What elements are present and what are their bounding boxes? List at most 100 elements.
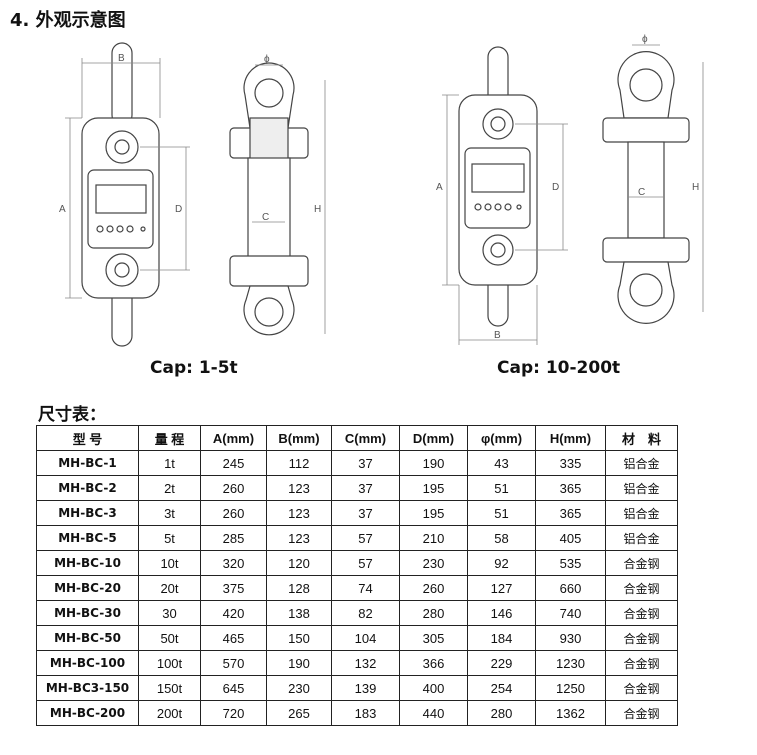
material-cell: 合金钢 bbox=[605, 650, 678, 676]
value-cell: 112 bbox=[266, 450, 332, 476]
value-cell: 190 bbox=[399, 450, 468, 476]
front-view-large bbox=[458, 46, 538, 327]
material-cell: 铝合金 bbox=[605, 525, 678, 551]
value-cell: 285 bbox=[200, 525, 267, 551]
value-cell: 138 bbox=[266, 600, 332, 626]
value-cell: 190 bbox=[266, 650, 332, 676]
material-cell: 合金钢 bbox=[605, 675, 678, 701]
value-cell: 123 bbox=[266, 500, 332, 526]
value-cell: 280 bbox=[399, 600, 468, 626]
value-cell: 43 bbox=[467, 450, 536, 476]
value-cell: 132 bbox=[331, 650, 400, 676]
value-cell: 195 bbox=[399, 500, 468, 526]
label-d-left: D bbox=[175, 204, 182, 215]
column-header: D(mm) bbox=[399, 425, 468, 451]
value-cell: 20t bbox=[138, 575, 201, 601]
value-cell: 229 bbox=[467, 650, 536, 676]
value-cell: 139 bbox=[331, 675, 400, 701]
label-a-left: A bbox=[59, 204, 66, 215]
value-cell: 305 bbox=[399, 625, 468, 651]
label-h-left: H bbox=[314, 204, 321, 215]
value-cell: 150 bbox=[266, 625, 332, 651]
material-cell: 合金钢 bbox=[605, 550, 678, 576]
section-title: 4. 外观示意图 bbox=[10, 10, 126, 31]
value-cell: 2t bbox=[138, 475, 201, 501]
value-cell: 30 bbox=[138, 600, 201, 626]
model-cell: MH-BC-10 bbox=[36, 550, 139, 576]
value-cell: 184 bbox=[467, 625, 536, 651]
material-cell: 合金钢 bbox=[605, 625, 678, 651]
column-header: B(mm) bbox=[266, 425, 332, 451]
label-phi-right: ϕ bbox=[642, 34, 648, 45]
value-cell: 195 bbox=[399, 475, 468, 501]
value-cell: 128 bbox=[266, 575, 332, 601]
value-cell: 57 bbox=[331, 525, 400, 551]
value-cell: 366 bbox=[399, 650, 468, 676]
column-header: C(mm) bbox=[331, 425, 400, 451]
label-b-right: B bbox=[494, 330, 501, 341]
value-cell: 260 bbox=[399, 575, 468, 601]
value-cell: 265 bbox=[266, 700, 332, 726]
value-cell: 740 bbox=[535, 600, 606, 626]
value-cell: 127 bbox=[467, 575, 536, 601]
value-cell: 365 bbox=[535, 475, 606, 501]
column-header: φ(mm) bbox=[467, 425, 536, 451]
value-cell: 335 bbox=[535, 450, 606, 476]
value-cell: 50t bbox=[138, 625, 201, 651]
value-cell: 200t bbox=[138, 700, 201, 726]
caption-large-capacity: Cap: 10-200t bbox=[497, 358, 621, 378]
value-cell: 146 bbox=[467, 600, 536, 626]
column-header: H(mm) bbox=[535, 425, 606, 451]
value-cell: 465 bbox=[200, 625, 267, 651]
value-cell: 74 bbox=[331, 575, 400, 601]
value-cell: 123 bbox=[266, 525, 332, 551]
value-cell: 280 bbox=[467, 700, 536, 726]
value-cell: 183 bbox=[331, 700, 400, 726]
model-cell: MH-BC-2 bbox=[36, 475, 139, 501]
value-cell: 104 bbox=[331, 625, 400, 651]
value-cell: 3t bbox=[138, 500, 201, 526]
value-cell: 230 bbox=[266, 675, 332, 701]
value-cell: 254 bbox=[467, 675, 536, 701]
value-cell: 37 bbox=[331, 500, 400, 526]
model-cell: MH-BC-1 bbox=[36, 450, 139, 476]
table-title: 尺寸表： bbox=[38, 405, 106, 425]
value-cell: 535 bbox=[535, 550, 606, 576]
value-cell: 260 bbox=[200, 475, 267, 501]
value-cell: 10t bbox=[138, 550, 201, 576]
material-cell: 合金钢 bbox=[605, 700, 678, 726]
label-c-left: C bbox=[262, 212, 269, 223]
value-cell: 57 bbox=[331, 550, 400, 576]
model-cell: MH-BC-50 bbox=[36, 625, 139, 651]
value-cell: 150t bbox=[138, 675, 201, 701]
material-cell: 铝合金 bbox=[605, 500, 678, 526]
column-header: A(mm) bbox=[200, 425, 267, 451]
value-cell: 230 bbox=[399, 550, 468, 576]
material-cell: 铝合金 bbox=[605, 450, 678, 476]
model-cell: MH-BC-200 bbox=[36, 700, 139, 726]
value-cell: 365 bbox=[535, 500, 606, 526]
value-cell: 440 bbox=[399, 700, 468, 726]
side-view-small bbox=[229, 62, 309, 336]
material-cell: 合金钢 bbox=[605, 600, 678, 626]
value-cell: 405 bbox=[535, 525, 606, 551]
value-cell: 320 bbox=[200, 550, 267, 576]
value-cell: 660 bbox=[535, 575, 606, 601]
value-cell: 58 bbox=[467, 525, 536, 551]
label-b-left: B bbox=[118, 53, 125, 64]
column-header: 量 程 bbox=[138, 425, 201, 451]
caption-small-capacity: Cap: 1-5t bbox=[150, 358, 238, 378]
value-cell: 82 bbox=[331, 600, 400, 626]
value-cell: 210 bbox=[399, 525, 468, 551]
value-cell: 51 bbox=[467, 500, 536, 526]
label-c-right: C bbox=[638, 187, 645, 198]
